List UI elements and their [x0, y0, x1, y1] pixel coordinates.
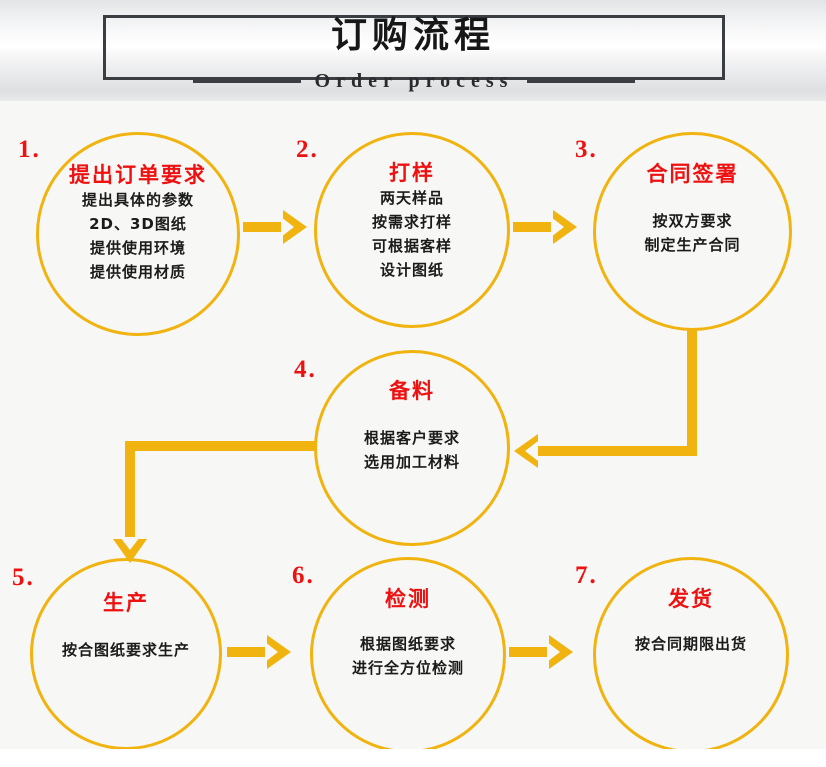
- step-line-3-1: 按双方要求: [652, 212, 733, 230]
- step-node-4[interactable]: 备料 根据客户要求 选用加工材料: [314, 350, 510, 546]
- step-line-6-1: 根据图纸要求: [359, 635, 456, 653]
- arrow-5-to-6-notch: [265, 642, 278, 662]
- arrow-4-to-5-vertical: [125, 441, 135, 546]
- step-number-2: 2.: [296, 136, 319, 163]
- step-line-1-2: 2D、3D图纸: [89, 215, 187, 233]
- arrow-1-to-2-notch: [281, 217, 294, 237]
- step-node-2[interactable]: 打样 两天样品 按需求打样 可根据客样 设计图纸: [314, 132, 510, 328]
- step-title-1: 提出订单要求: [69, 163, 207, 187]
- step-line-3-2: 制定生产合同: [644, 236, 741, 254]
- arrow-3-to-4-notch: [525, 441, 538, 461]
- step-number-3: 3.: [575, 136, 598, 163]
- subtitle-rule-right: [527, 79, 636, 83]
- step-number-5: 5.: [12, 564, 35, 591]
- step-line-2-1: 两天样品: [379, 189, 444, 207]
- step-number-6: 6.: [292, 562, 315, 589]
- subtitle-rule-left: [192, 79, 301, 83]
- step-node-5[interactable]: 生产 按合图纸要求生产: [30, 558, 222, 750]
- subtitle-row: Order process: [103, 64, 725, 98]
- arrow-2-to-3-shaft: [513, 222, 560, 232]
- footer-strip: [0, 749, 826, 767]
- step-line-2-4: 设计图纸: [379, 261, 444, 279]
- arrow-6-to-7-notch: [547, 642, 560, 662]
- step-line-2-3: 可根据客样: [371, 237, 452, 255]
- step-title-5: 生产: [103, 591, 149, 615]
- step-node-7[interactable]: 发货 按合同期限出货: [593, 557, 789, 753]
- step-node-6[interactable]: 检测 根据图纸要求 进行全方位检测: [310, 557, 506, 753]
- step-line-1-3: 提供使用环境: [89, 239, 186, 257]
- arrow-3-to-4-horizontal: [537, 446, 697, 456]
- step-title-6: 检测: [385, 587, 431, 611]
- arrow-2-to-3-notch: [551, 217, 564, 237]
- step-line-4-1: 根据客户要求: [363, 429, 460, 447]
- step-line-4-2: 选用加工材料: [363, 453, 460, 471]
- arrow-4-to-5-horizontal: [125, 441, 315, 451]
- page-subtitle: Order process: [314, 70, 514, 92]
- step-title-4: 备料: [389, 379, 435, 403]
- step-number-7: 7.: [575, 562, 598, 589]
- arrow-3-to-4-vertical: [687, 330, 697, 456]
- step-node-1[interactable]: 提出订单要求 提出具体的参数 2D、3D图纸 提供使用环境 提供使用材质: [36, 132, 240, 336]
- step-line-7-1: 按合同期限出货: [634, 635, 747, 653]
- arrow-4-to-5-notch: [120, 537, 140, 550]
- step-line-5-1: 按合图纸要求生产: [61, 641, 190, 659]
- step-line-6-2: 进行全方位检测: [351, 659, 464, 677]
- arrow-6-to-7-shaft: [509, 647, 556, 657]
- step-line-1-1: 提出具体的参数: [81, 191, 194, 209]
- title-frame: [103, 15, 725, 80]
- step-node-3[interactable]: 合同签署 按双方要求 制定生产合同: [593, 132, 792, 331]
- step-line-2-2: 按需求打样: [371, 213, 452, 231]
- flow-diagram: 提出订单要求 提出具体的参数 2D、3D图纸 提供使用环境 提供使用材质 1. …: [0, 101, 826, 753]
- step-title-7: 发货: [668, 587, 714, 611]
- header-band: 订购流程 Order process: [0, 0, 826, 101]
- step-number-1: 1.: [18, 136, 41, 163]
- page-title: 订购流程: [330, 15, 495, 56]
- arrow-1-to-2-shaft: [243, 222, 290, 232]
- arrow-5-to-6-shaft: [227, 647, 274, 657]
- step-title-3: 合同签署: [646, 162, 739, 186]
- step-title-2: 打样: [389, 161, 435, 185]
- step-number-4: 4.: [294, 356, 317, 383]
- step-line-1-4: 提供使用材质: [89, 263, 186, 281]
